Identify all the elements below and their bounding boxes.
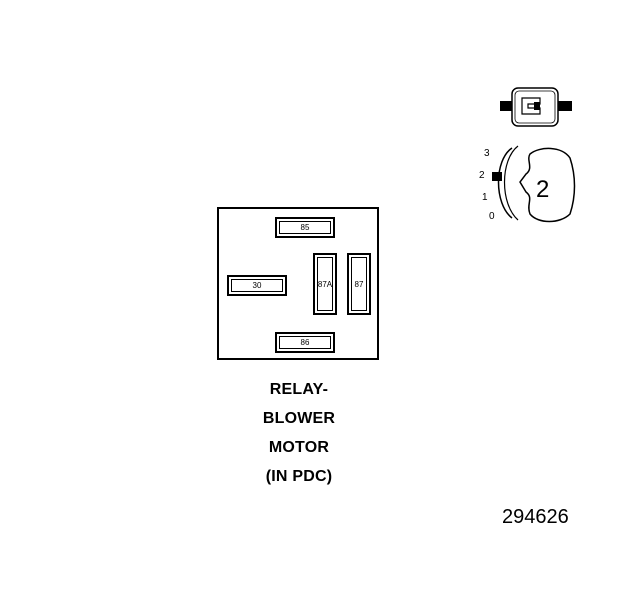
connector-cavity-label: 2 (536, 176, 550, 203)
relay-diagram: 85 30 87A 87 86 (217, 207, 379, 360)
relay-pin-87a: 87A (313, 253, 337, 315)
position-label-1: 1 (482, 192, 488, 203)
position-label-2: 2 (479, 170, 485, 181)
connector-side-view-icon (492, 145, 576, 223)
relay-pin-86: 86 (275, 332, 335, 353)
figure-number: 294626 (502, 506, 569, 528)
caption-line-1: RELAY- (269, 381, 329, 398)
position-label-3: 3 (484, 148, 490, 159)
relay-pin-85: 85 (275, 217, 335, 238)
caption-line-3: MOTOR (268, 439, 330, 456)
caption-line-2: BLOWER (262, 410, 336, 427)
connector-top-view-icon (500, 87, 572, 127)
caption-line-4: (IN PDC) (265, 468, 333, 485)
relay-pin-30: 30 (227, 275, 287, 296)
relay-pin-87: 87 (347, 253, 371, 315)
position-label-0: 0 (489, 211, 495, 222)
